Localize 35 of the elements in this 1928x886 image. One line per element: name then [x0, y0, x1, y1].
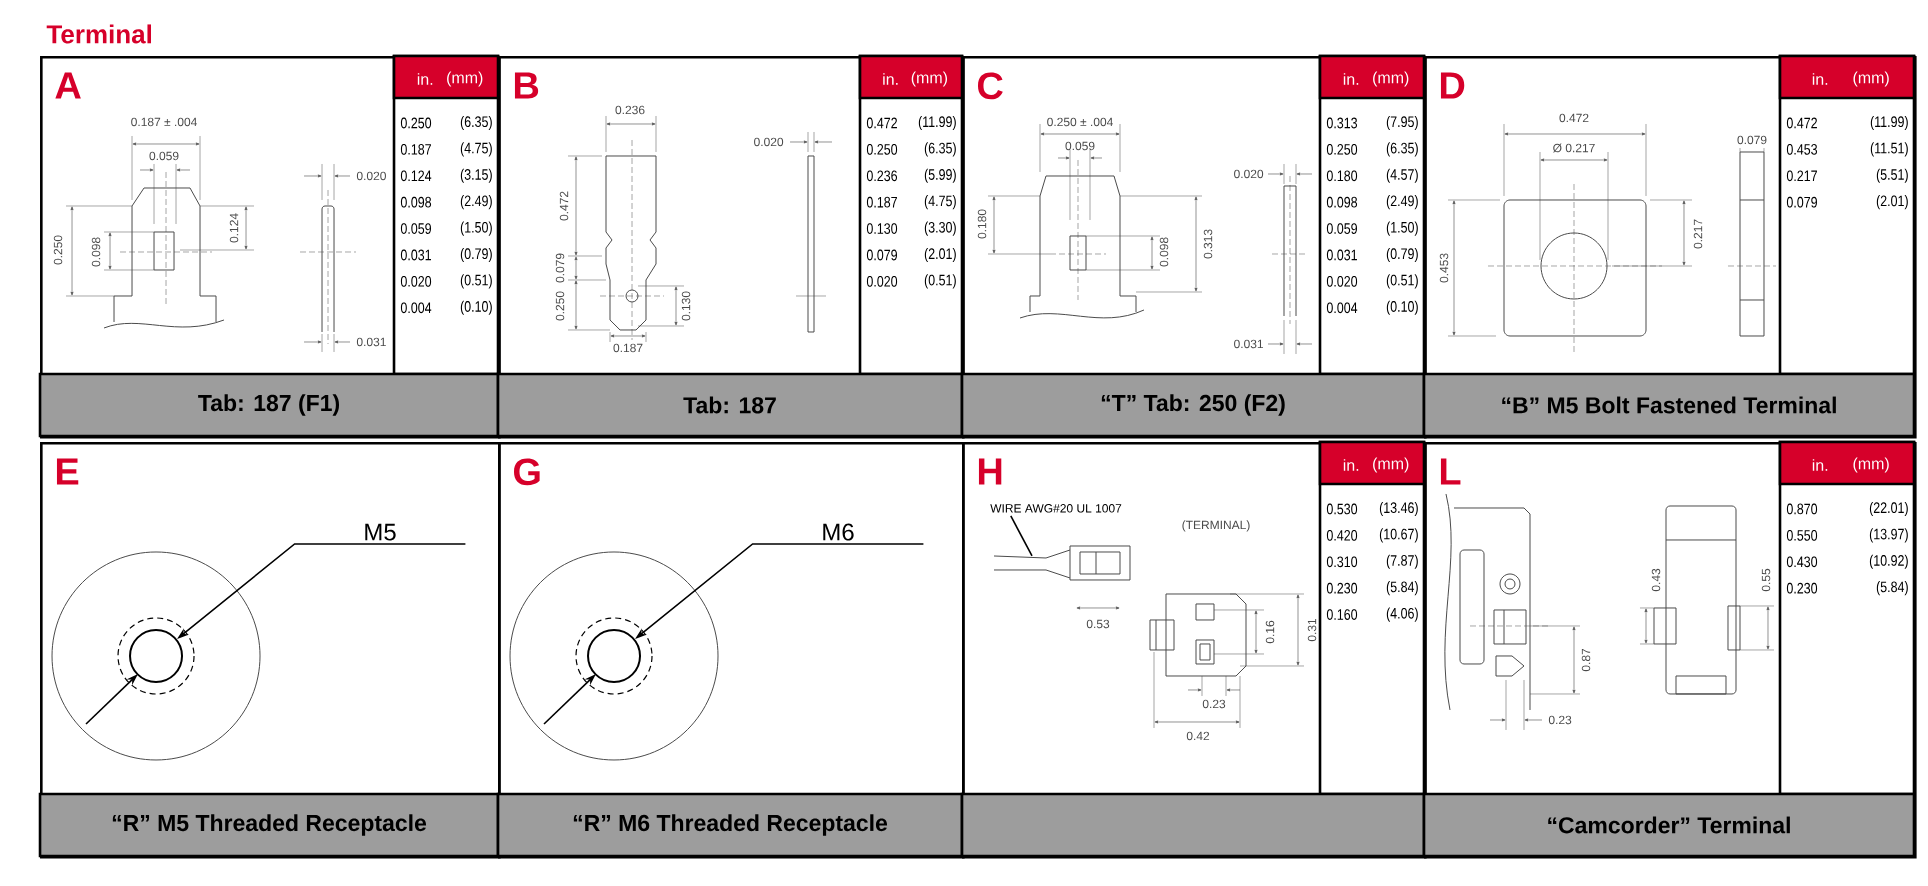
hole — [129, 629, 183, 683]
table-header: in. (mm) — [1778, 54, 1916, 100]
panel — [38, 54, 501, 439]
title-bar: “R” M5 Threaded Receptacle — [38, 792, 500, 858]
title-bar: “B” M5 Bolt Fastened Terminal — [1422, 372, 1916, 438]
hole — [587, 629, 641, 683]
table-header: in. (mm) — [1318, 54, 1426, 100]
title-bar: Tab: 187 — [496, 372, 964, 438]
table-header: in. (mm) — [1778, 440, 1916, 486]
leader-label: M6 — [823, 523, 854, 541]
panel — [960, 54, 1427, 439]
panel — [496, 54, 965, 439]
panel-letter: E — [56, 458, 79, 485]
table-header: in. (mm) — [1318, 440, 1426, 486]
title-bar: “T” Tab: 250 (F2) — [960, 372, 1426, 438]
table-header: in. (mm) — [392, 54, 500, 100]
panel-letter: G — [514, 458, 540, 486]
panel-letter: A — [55, 72, 81, 99]
table-header: in. (mm) — [858, 54, 964, 100]
leader-label: M5 — [365, 523, 396, 541]
heading: Terminal — [46, 24, 152, 44]
panel-letter: D — [1440, 72, 1465, 99]
panel — [1422, 440, 1917, 859]
panel-letter: C — [978, 72, 1003, 100]
panel — [496, 442, 965, 859]
leader-line — [1010, 515, 1033, 557]
panel-letter: B — [514, 72, 539, 99]
title-bar: Tab: 187 (F1) — [38, 372, 500, 438]
panel — [960, 440, 1427, 859]
panel — [38, 442, 501, 859]
title-bar: “R” M6 Threaded Receptacle — [496, 792, 964, 858]
title-bar: “Camcorder” Terminal — [1422, 792, 1916, 858]
panel — [1422, 54, 1917, 439]
panel-letter: H — [978, 458, 1002, 485]
panel-letter: L — [1440, 458, 1461, 485]
